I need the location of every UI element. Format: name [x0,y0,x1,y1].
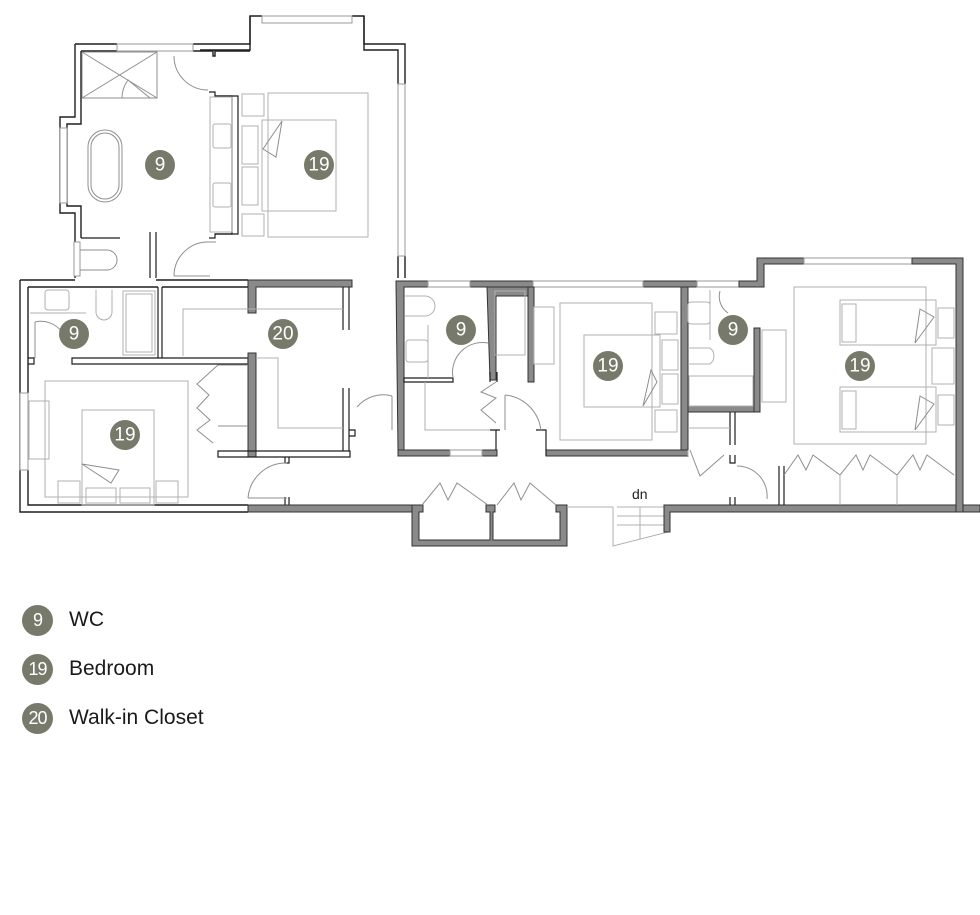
legend-badge: 9 [22,604,53,636]
svg-text:9: 9 [728,320,739,341]
legend: 9 WC 19 Bedroom 20 Walk-in Closet [22,604,204,751]
svg-text:19: 19 [308,155,329,176]
stair-down-label: dn [632,486,648,502]
room-badge-center-bedroom: 19 [593,351,623,381]
legend-label: WC [69,608,104,631]
room-badge-master-bath: 9 [145,150,175,180]
svg-text:20: 20 [272,324,293,345]
svg-text:9: 9 [456,320,467,341]
room-badge-center-wc: 9 [446,315,476,345]
room-badge-west-wc: 9 [59,319,89,349]
legend-item-wc: 9 WC [22,604,204,636]
master-bedroom-furniture [209,92,369,238]
east-suite-walls [680,257,964,513]
svg-text:19: 19 [114,425,135,446]
legend-badge: 19 [22,653,53,685]
room-badge-master-bedroom: 19 [304,150,334,180]
room-badge-east-bedroom: 19 [845,351,875,381]
room-badge-east-wc: 9 [718,315,748,345]
legend-label: Walk-in Closet [69,706,204,729]
svg-text:19: 19 [849,356,870,377]
legend-label: Bedroom [69,657,155,680]
corridor-walls: dn [247,482,980,547]
center-suite-furniture [405,290,679,441]
svg-text:9: 9 [69,324,80,345]
legend-item-bedroom: 19 Bedroom [22,653,204,685]
floor-plan: dn [19,15,980,547]
room-badge-west-bedroom: 19 [110,420,140,450]
legend-item-walk-in-closet: 20 Walk-in Closet [22,702,204,734]
west-wing-furniture [28,289,393,506]
master-suite-walls [59,15,406,278]
svg-text:19: 19 [597,356,618,377]
room-badge-walk-in-closet: 20 [268,319,298,349]
master-bath-fixtures [80,51,216,277]
legend-badge: 20 [22,702,53,734]
svg-text:9: 9 [155,155,166,176]
east-suite-furniture [687,286,955,505]
